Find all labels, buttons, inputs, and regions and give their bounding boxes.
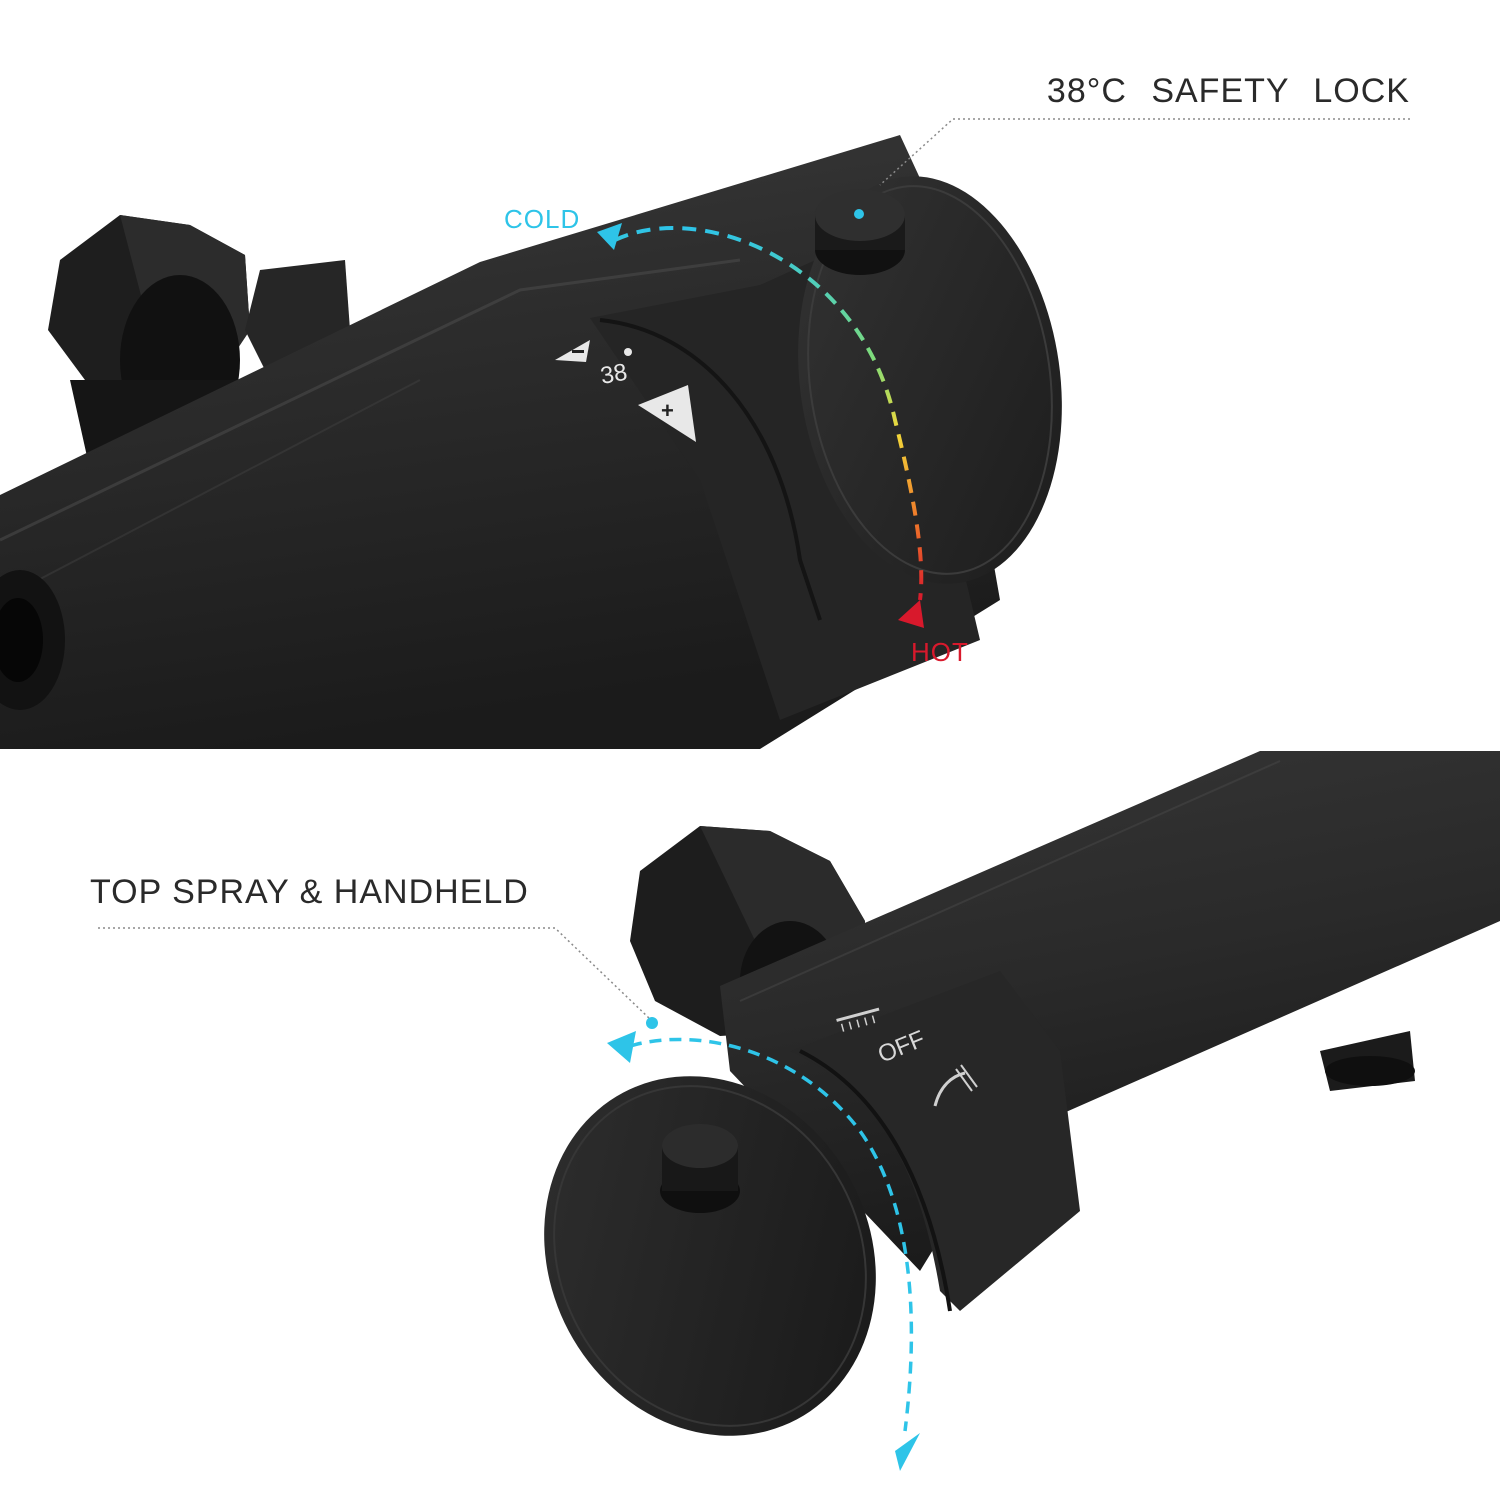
dial-markings: 38 + [555, 340, 696, 442]
diverter-leader-line [98, 927, 651, 1020]
flow-diverter-callout: TOP SPRAY & HANDHELD [90, 873, 529, 911]
bottom-valve-illustration: OFF [98, 751, 1500, 1471]
handheld-shower-icon [933, 1064, 978, 1107]
cold-label: COLD [504, 204, 581, 234]
top-spray-arrow-icon [607, 1031, 636, 1063]
diverter-rotation-arc [629, 1037, 914, 1432]
plus-arrow-icon [638, 385, 696, 442]
safety-lock-callout: 38°C SAFETY LOCK [1046, 72, 1410, 110]
svg-text:+: + [661, 398, 674, 423]
end-cap-bottom [544, 1076, 876, 1436]
safety-lock-leader-line [879, 118, 1410, 186]
handheld-arrow-icon [895, 1433, 920, 1471]
temperature-rotation-arc [614, 226, 924, 601]
hot-label: HOT [911, 637, 969, 667]
handle-button-bottom[interactable] [660, 1124, 740, 1213]
safety-lock-button[interactable] [815, 189, 905, 275]
cold-arrow-icon [597, 223, 622, 250]
shower-head-icon [836, 1007, 880, 1032]
bottom-panel-flow-diverter: OFF TOP SPRAY & HANDHELD [0, 751, 1500, 1500]
diverter-indicator-dot [646, 1017, 658, 1029]
end-cap [798, 176, 1062, 584]
diverter-dial[interactable] [790, 971, 1080, 1312]
dial-temperature-mark: 38 [598, 359, 629, 390]
hot-arrow-icon [898, 600, 924, 628]
lock-indicator-dot [854, 209, 864, 219]
top-valve-illustration: 38 + [0, 118, 1410, 749]
top-panel-thermostat-temperature: 38 + 38°C SAFETY LOCK COLD HOT [0, 0, 1500, 749]
